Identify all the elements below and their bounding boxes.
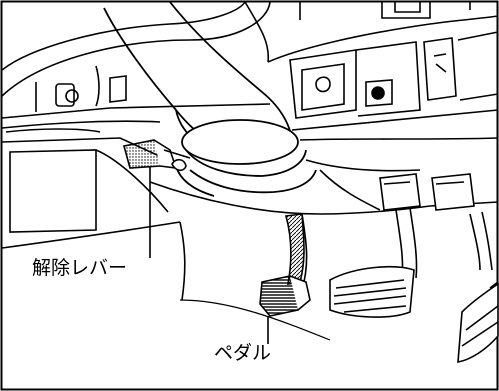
pedal-label: ペダル	[214, 342, 272, 364]
floor-line	[179, 299, 331, 341]
accelerator-pedal	[457, 211, 499, 363]
brake-pedal	[329, 207, 418, 318]
left-dash-panel	[1, 65, 271, 133]
steering-wheel	[1, 1, 271, 97]
release-lever-label: 解除レバー	[32, 257, 128, 279]
parking-brake-pedal	[259, 213, 311, 317]
release-lever	[123, 139, 191, 172]
left-lower-dash	[1, 137, 186, 301]
center-console	[289, 31, 499, 119]
dashboard-upper	[267, 2, 499, 63]
pedal-pivots	[379, 173, 475, 211]
